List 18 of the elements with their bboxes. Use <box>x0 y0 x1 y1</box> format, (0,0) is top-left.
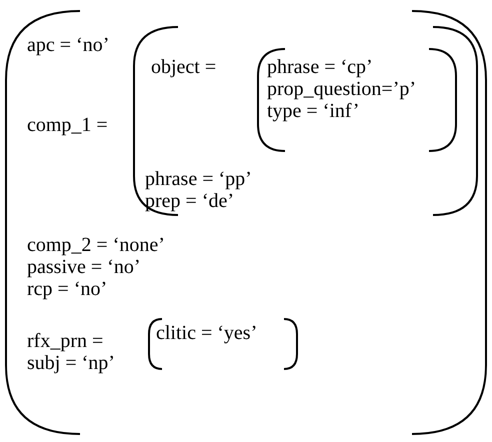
feature-value-text: subj = ‘np’ <box>27 352 115 374</box>
feature-value-text: rfx_prn = <box>27 330 104 352</box>
attribute-value-matrix <box>257 48 457 152</box>
feature-value-text: phrase = ‘cp’ <box>267 56 373 78</box>
attribute-value-matrix <box>148 318 298 370</box>
attribute-value-matrix <box>133 26 478 216</box>
attribute-value-matrix <box>5 10 487 435</box>
feature-value-text: phrase = ‘pp’ <box>145 168 252 190</box>
feature-value-text: type = ‘inf’ <box>267 100 360 122</box>
feature-value-text: clitic = ‘yes’ <box>156 322 258 344</box>
feature-value-text: prop_question=’p’ <box>267 78 416 100</box>
feature-value-text: rcp = ‘no’ <box>27 278 108 300</box>
feature-value-text: prep = ‘de’ <box>145 190 234 212</box>
feature-value-text: passive = ‘no’ <box>27 256 140 278</box>
feature-value-text: comp_1 = <box>27 114 108 136</box>
feature-value-text: object = <box>151 56 216 78</box>
feature-value-text: apc = ‘no’ <box>27 34 110 56</box>
feature-value-text: comp_2 = ‘none’ <box>27 234 165 256</box>
